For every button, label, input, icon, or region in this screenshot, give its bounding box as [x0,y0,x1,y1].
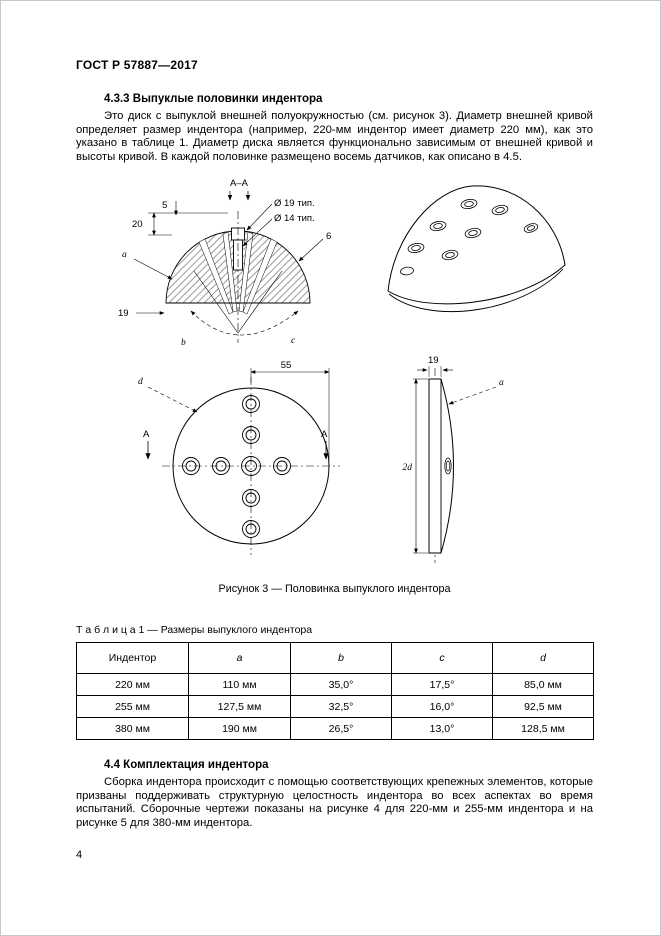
table-cell: 220 мм [76,673,189,696]
table-cell: 190 мм [188,717,291,740]
side-view: 19 2d a [403,355,504,563]
dim-label-2d: 2d [403,463,413,473]
dim-label-6: 6 [326,231,331,242]
leader-label-a-side: a [499,378,504,388]
dim-label-19-section: 19 [118,308,129,319]
table-cell: 26,5° [290,717,392,740]
dim-label-55: 55 [281,360,292,371]
figure-caption: Рисунок 3 — Половинка выпуклого индентор… [218,583,451,595]
table-cell: 17,5° [391,673,493,696]
angle-label-c: c [291,336,296,346]
table-header-cell: d [492,642,594,674]
leader-label-d: d [138,377,143,387]
section-4-4-heading: 4.4 Комплектация индентора [104,759,269,771]
table-header-row: Индентор a b c d [76,642,594,674]
section-view-title: А–А [230,178,249,189]
table-header-cell: a [188,642,291,674]
table-cell: 85,0 мм [492,673,594,696]
table-header-cell: Индентор [76,642,189,674]
dim-label-5: 5 [162,200,167,211]
isometric-view [387,185,566,313]
sensor-holes-isometric [400,198,539,276]
table-cell: 13,0° [391,717,493,740]
table-cell: 128,5 мм [492,717,594,740]
document-header: ГОСТ Р 57887—2017 [76,58,198,72]
table-cell: 110 мм [188,673,291,696]
table-cell: 255 мм [76,695,189,718]
dim-label-dia19: Ø 19 тип. [274,198,315,209]
table-header-cell: c [391,642,493,674]
table-cell: 380 мм [76,717,189,740]
dim-label-20: 20 [132,219,143,230]
table-cell: 35,0° [290,673,392,696]
figure-3-drawing: А–А Ø 19 тип. Ø 14 тип. [118,178,566,563]
table-cell: 92,5 мм [492,695,594,718]
table-title: Т а б л и ц а 1 — Размеры выпуклого инде… [76,624,313,636]
page-number: 4 [76,849,83,861]
table-cell: 127,5 мм [188,695,291,718]
table-cell: 32,5° [290,695,392,718]
dim-label-a-section: a [122,250,127,260]
plan-view: 55 d А А [138,360,340,555]
table-1-indenter-sizes: Индентор a b c d 220 мм 110 мм 35,0° 17,… [76,642,594,740]
angle-label-b: b [181,338,186,348]
table-header-cell: b [290,642,392,674]
dim-label-dia14: Ø 14 тип. [274,213,315,224]
sensor-holes-plan [182,395,291,538]
section-arrow-label-right: А [321,429,328,440]
section-4-4-paragraph: Сборка индентора происходит с помощью со… [76,776,593,829]
section-4-3-3-heading: 4.3.3 Выпуклые половинки индентора [104,93,323,105]
table-row: 255 мм 127,5 мм 32,5° 16,0° 92,5 мм [76,695,594,718]
section-arrow-label-left: А [143,429,150,440]
section-4-3-3-paragraph: Это диск с выпуклой внешней полуокружнос… [76,110,593,163]
table-row: 380 мм 190 мм 26,5° 13,0° 128,5 мм [76,717,594,740]
section-view: А–А Ø 19 тип. Ø 14 тип. [118,178,331,348]
table-cell: 16,0° [391,695,493,718]
dim-label-19-side: 19 [428,355,439,366]
table-row: 220 мм 110 мм 35,0° 17,5° 85,0 мм [76,673,594,696]
